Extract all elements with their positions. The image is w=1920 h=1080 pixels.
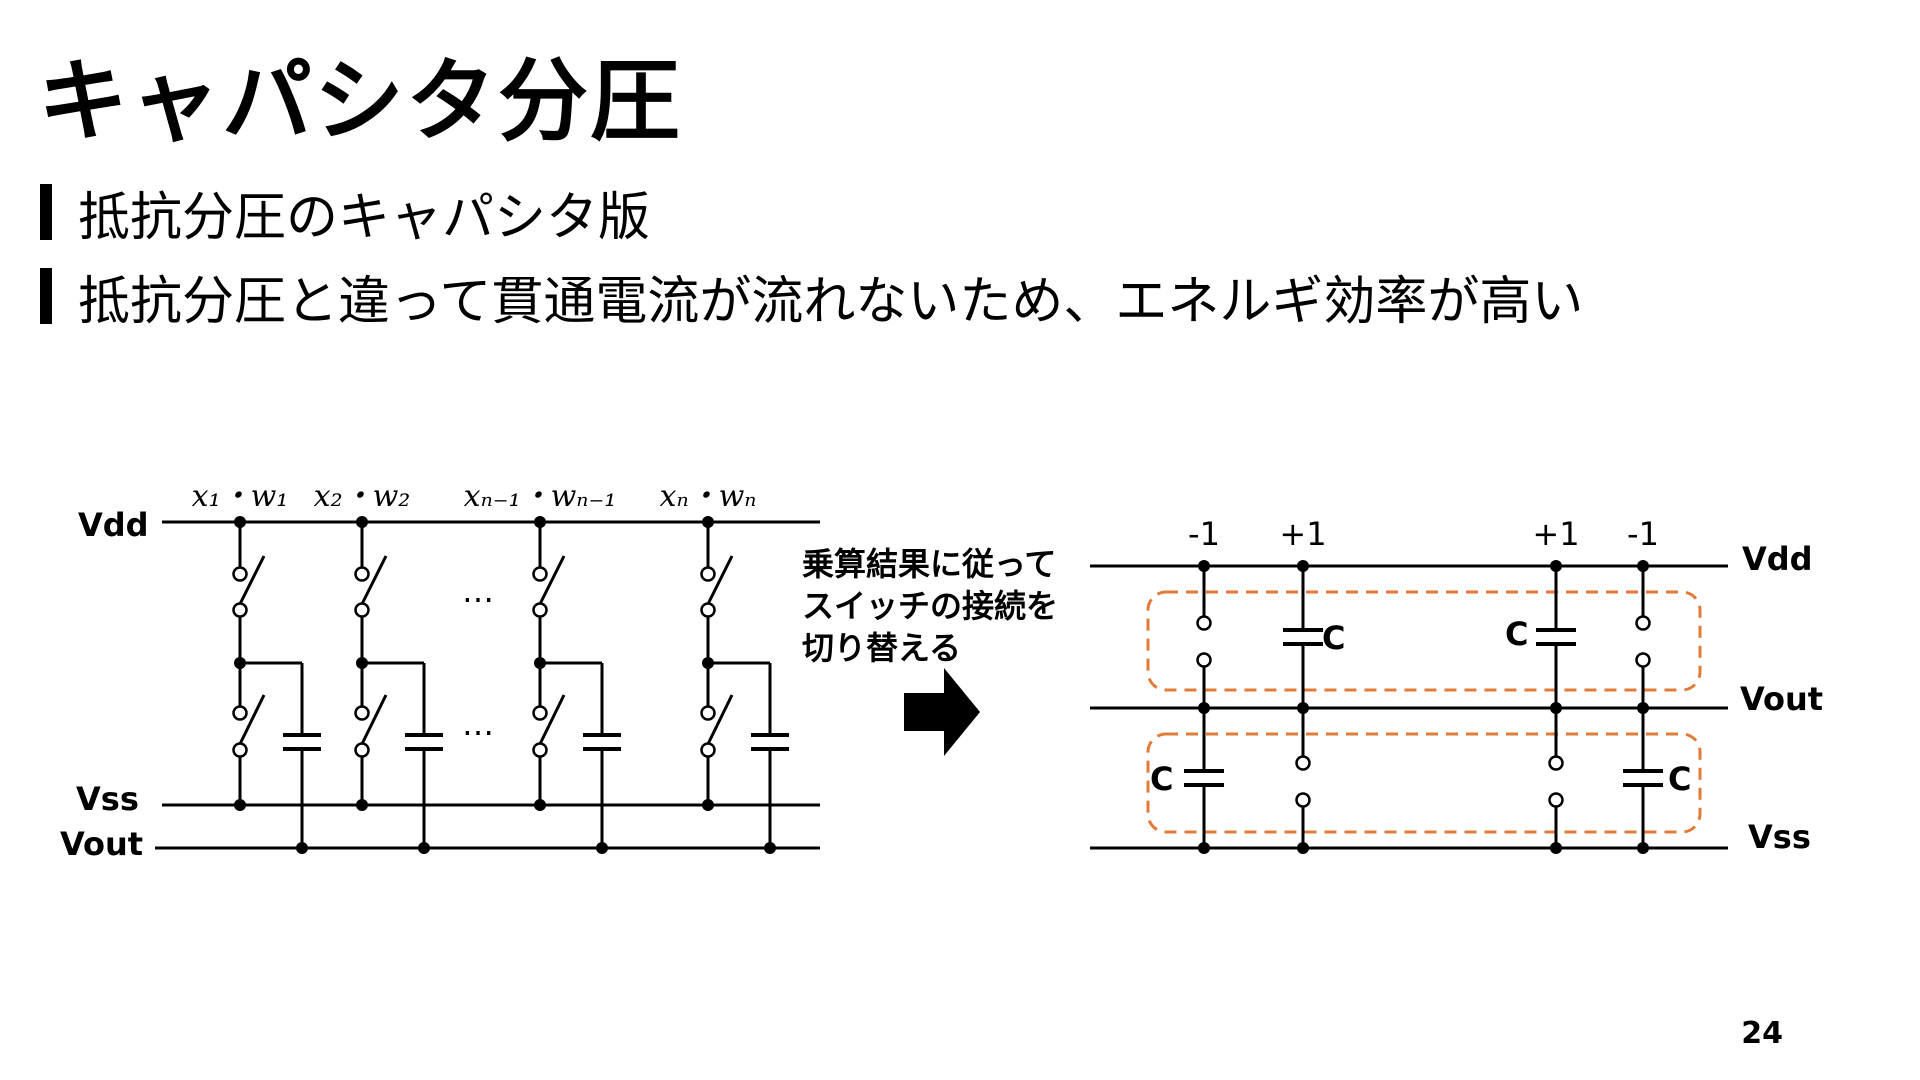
arrow-right-icon: [904, 668, 980, 756]
switch-terminal: [1196, 652, 1212, 668]
switch-terminal: [1635, 652, 1651, 668]
bullet-list: 抵抗分圧のキャパシタ版 抵抗分圧と違って貫通電流が流れないため、エネルギ効率が高…: [40, 170, 1583, 338]
ellipsis-top: …: [462, 572, 494, 610]
junction-dot: [764, 842, 776, 854]
switch-terminal: [1548, 792, 1564, 808]
switch-blade: [706, 694, 734, 745]
diagram-labels: Vdd Vss Vout x₁・w₁ x₂・w₂ xₙ₋₁・wₙ₋₁ xₙ・wₙ…: [60, 479, 1823, 863]
page-number: 24: [1741, 1016, 1783, 1051]
slide-title: キャパシタ分圧: [38, 49, 682, 154]
switch-blade: [538, 694, 566, 745]
note-line-1: 乗算結果に従って: [802, 545, 1056, 583]
junction-dot: [234, 799, 246, 811]
switch-blade: [360, 555, 388, 605]
right-circuit: [1090, 560, 1728, 854]
bullet-marker: [40, 268, 52, 324]
switch-terminal: [232, 705, 248, 721]
switch-terminal: [354, 602, 370, 618]
upper-group-box: [1146, 590, 1702, 692]
switch-terminal: [1295, 755, 1311, 771]
junction-dot: [702, 799, 714, 811]
switch-terminal: [700, 705, 716, 721]
switch-terminal: [700, 742, 716, 758]
right-vout-label: Vout: [1740, 680, 1823, 718]
weight-label-n-1: xₙ₋₁・wₙ₋₁: [464, 479, 617, 514]
ellipsis-bottom: …: [462, 705, 494, 743]
cap-label-col2: C: [1322, 619, 1345, 657]
right-vss-label: Vss: [1748, 818, 1811, 856]
switch-terminal: [1548, 755, 1564, 771]
switch-terminal: [532, 705, 548, 721]
bullet-marker: [40, 184, 52, 240]
lower-group-box: [1146, 732, 1702, 834]
cap-label-col4: C: [1668, 760, 1691, 798]
bullet-item: 抵抗分圧のキャパシタ版: [40, 170, 1583, 254]
switch-terminal: [354, 705, 370, 721]
switch-terminal: [232, 742, 248, 758]
weight-label-n: xₙ・wₙ: [660, 479, 757, 514]
bullet-text: 抵抗分圧と違って貫通電流が流れないため、エネルギ効率が高い: [78, 271, 1584, 332]
switch-terminal: [354, 742, 370, 758]
bullet-text: 抵抗分圧のキャパシタ版: [78, 187, 651, 248]
switch-terminal: [532, 742, 548, 758]
junction-dot: [356, 799, 368, 811]
switch-terminal: [532, 566, 548, 582]
switch-blade: [538, 555, 566, 605]
cap-label-col1: C: [1150, 760, 1173, 798]
column-value-1: -1: [1188, 515, 1220, 553]
junction-dot: [296, 842, 308, 854]
switch-terminal: [232, 602, 248, 618]
column-value-3: +1: [1532, 515, 1579, 553]
switch-terminal: [354, 566, 370, 582]
switch-blade: [706, 555, 734, 605]
switch-terminal: [1295, 792, 1311, 808]
bullet-item: 抵抗分圧と違って貫通電流が流れないため、エネルギ効率が高い: [40, 254, 1583, 338]
switch-blade: [238, 555, 266, 605]
switch-terminal: [232, 566, 248, 582]
switch-blade: [238, 694, 266, 745]
junction-dot: [596, 842, 608, 854]
switch-terminal: [700, 602, 716, 618]
switch-terminal: [700, 566, 716, 582]
column-value-4: -1: [1627, 515, 1659, 553]
junction-dot: [534, 799, 546, 811]
column-value-2: +1: [1279, 515, 1326, 553]
switch-terminal: [1196, 615, 1212, 631]
weight-label-2: x₂・w₂: [314, 479, 411, 514]
note-line-3: 切り替える: [802, 629, 961, 667]
left-vss-label: Vss: [76, 780, 139, 818]
switch-blade: [360, 694, 388, 745]
cap-label-col3: C: [1505, 615, 1528, 653]
left-circuit: [155, 516, 820, 854]
junction-dot: [418, 842, 430, 854]
weight-label-1: x₁・w₁: [192, 479, 289, 514]
left-vdd-label: Vdd: [78, 506, 149, 544]
left-vout-label: Vout: [60, 825, 143, 863]
switch-terminal: [532, 602, 548, 618]
right-vdd-label: Vdd: [1742, 540, 1813, 578]
note-line-2: スイッチの接続を: [802, 587, 1058, 625]
switch-terminal: [1635, 615, 1651, 631]
